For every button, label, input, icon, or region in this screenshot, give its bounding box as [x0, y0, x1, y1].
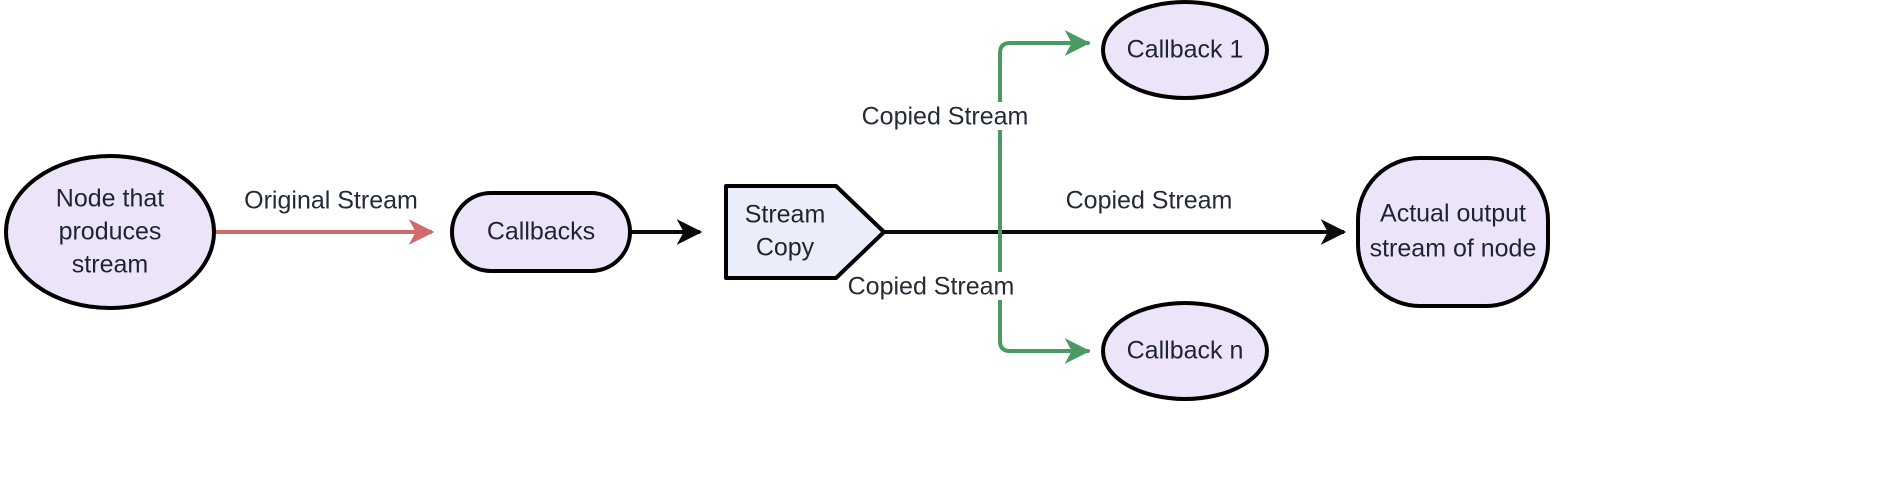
edge-copied-stream-top-line: [998, 30, 1091, 234]
node-stream-copy-shape[interactable]: [724, 184, 886, 280]
node-callback-1-shape[interactable]: [1101, 0, 1269, 100]
node-producer-label-line3: stream: [72, 251, 148, 279]
edge-copied-stream-bottom-label: Copied Stream: [848, 273, 1015, 301]
node-output-stream-label-line1: Actual output: [1380, 200, 1526, 228]
edge-copied-stream-bottom-label-bg: [840, 272, 1022, 300]
node-output-stream-shape[interactable]: [1356, 156, 1550, 308]
node-stream-copy-label-line1: Stream: [745, 201, 826, 229]
edge-copied-stream-main-label-bg: [1058, 186, 1240, 214]
node-output-stream-label-line2: stream of node: [1370, 235, 1537, 263]
edge-copied-stream-top-label-bg: [854, 102, 1036, 130]
node-stream-copy-label-line2: Copy: [756, 234, 815, 262]
node-producer-label-line1: Node that: [56, 185, 164, 213]
node-callbacks[interactable]: Callbacks: [450, 191, 632, 273]
node-callbacks-shape[interactable]: [450, 191, 632, 273]
edge-original-stream-label-bg: [242, 186, 420, 214]
edge-original-stream-label: Original Stream: [244, 187, 418, 215]
node-stream-copy[interactable]: Stream Copy: [724, 184, 886, 280]
node-callback-1-label: Callback 1: [1127, 36, 1244, 64]
edge-copied-stream-main: Copied Stream: [884, 186, 1347, 245]
node-output-stream[interactable]: Actual output stream of node: [1356, 156, 1550, 308]
node-producer[interactable]: Node that produces stream: [4, 154, 216, 310]
node-producer-label-line2: produces: [59, 218, 162, 246]
node-callback-n[interactable]: Callback n: [1101, 301, 1269, 401]
node-producer-shape[interactable]: [4, 154, 216, 310]
edge-copied-stream-bottom: Copied Stream: [840, 230, 1091, 364]
node-callbacks-label: Callbacks: [487, 218, 595, 246]
node-callback-1[interactable]: Callback 1: [1101, 0, 1269, 100]
edge-copied-stream-top: Copied Stream: [854, 30, 1091, 234]
edge-copied-stream-top-label: Copied Stream: [862, 103, 1029, 131]
node-callback-n-label: Callback n: [1127, 337, 1244, 365]
edge-copied-stream-bottom-line: [998, 230, 1091, 364]
edge-original-stream: Original Stream: [214, 186, 435, 245]
edge-copied-stream-main-label: Copied Stream: [1066, 187, 1233, 215]
node-callback-n-shape[interactable]: [1101, 301, 1269, 401]
